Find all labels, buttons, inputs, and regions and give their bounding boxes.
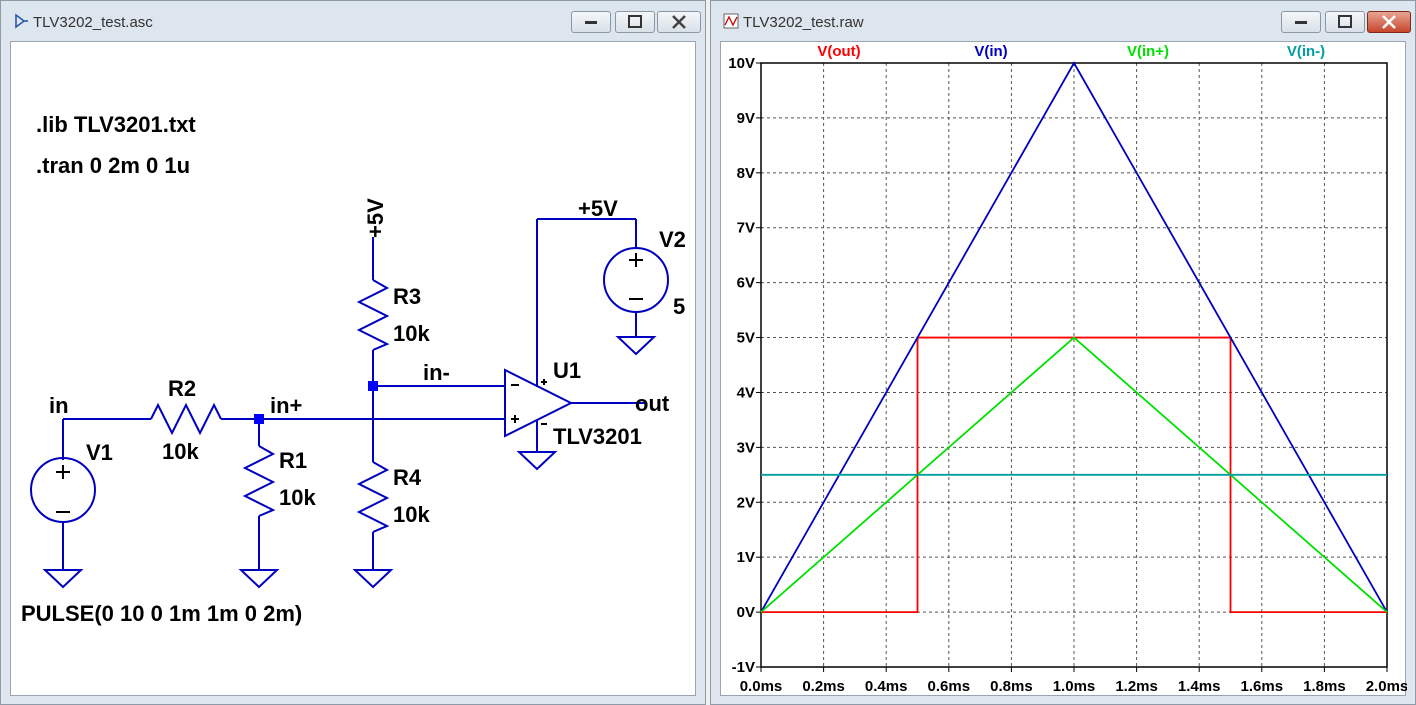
plot-titlebar[interactable]: TLV3202_test.raw	[711, 1, 1415, 41]
close-button[interactable]	[657, 11, 701, 33]
close-icon	[672, 15, 686, 29]
x-tick-label: 1.4ms	[1178, 678, 1221, 695]
label-v1-source: PULSE(0 10 0 1m 1m 0 2m)	[21, 601, 302, 626]
waveform-app-icon	[723, 13, 739, 29]
plot-minimize-button[interactable]	[1281, 11, 1321, 33]
label-r3-value: 10k	[393, 321, 430, 346]
r2-resistor[interactable]	[150, 402, 222, 436]
waveform-chart[interactable]: 0.0ms 0.2ms 0.4ms 0.6ms 0.8ms 1.0ms 1.2ms 1.4ms…	[721, 42, 1408, 697]
maximize-icon	[1338, 15, 1352, 28]
minimize-icon	[585, 21, 597, 24]
schematic-app-icon	[15, 13, 28, 29]
r3-resistor[interactable]	[356, 279, 390, 351]
legend-entry[interactable]: V(in+)	[1127, 43, 1169, 60]
label-r4-name: R4	[393, 465, 422, 490]
r4-resistor[interactable]	[356, 461, 390, 533]
minimize-button[interactable]	[571, 11, 611, 33]
x-tick-label: 0.6ms	[928, 678, 971, 695]
schematic-canvas[interactable]: .lib TLV3201.txt .tran 0 2m 0 1u	[10, 41, 696, 696]
series-line-vin+	[760, 336, 1388, 613]
schematic-title: TLV3202_test.asc	[33, 14, 153, 31]
ground-v2-icon	[615, 336, 657, 356]
legend-entry[interactable]: V(in)	[974, 43, 1007, 60]
label-v1-name: V1	[86, 440, 113, 465]
label-r2-value: 10k	[162, 439, 199, 464]
close-icon	[1382, 15, 1396, 29]
label-r2-name: R2	[168, 376, 196, 401]
label-r1-value: 10k	[279, 485, 316, 510]
plot-maximize-button[interactable]	[1325, 11, 1365, 33]
label-v2-name: V2	[659, 227, 686, 252]
y-tick-label: 9V	[737, 110, 755, 127]
minimize-icon	[1295, 21, 1307, 24]
ground-r1-icon	[238, 569, 280, 589]
r1-resistor[interactable]	[242, 445, 276, 517]
plot-title: TLV3202_test.raw	[743, 14, 864, 31]
x-tick-label: 1.0ms	[1053, 678, 1096, 695]
schematic-window: TLV3202_test.asc .lib TLV3201.txt .tran …	[0, 0, 706, 705]
y-tick-label: 8V	[737, 165, 755, 182]
label-net-in: in	[49, 393, 69, 418]
junction-in-minus	[368, 381, 378, 391]
x-tick-label: 0.4ms	[865, 678, 908, 695]
label-r3-name: R3	[393, 284, 421, 309]
x-tick-label: 0.2ms	[802, 678, 845, 695]
ground-u1-icon	[516, 451, 558, 471]
directive-lib: .lib TLV3201.txt	[36, 112, 196, 137]
plot-canvas[interactable]: 0.0ms 0.2ms 0.4ms 0.6ms 0.8ms 1.0ms 1.2ms 1.4ms…	[720, 41, 1408, 697]
y-tick-label: 0V	[737, 604, 755, 621]
series-line-vin	[760, 61, 1388, 613]
legend-entry[interactable]: V(in-)	[1287, 43, 1325, 60]
x-tick-label: 1.8ms	[1303, 678, 1346, 695]
x-tick-label: 1.6ms	[1241, 678, 1284, 695]
label-v2-value: 5	[673, 294, 685, 319]
y-tick-label: 3V	[737, 439, 755, 456]
plot-close-button[interactable]	[1367, 11, 1411, 33]
label-supply-r3: +5V	[363, 198, 388, 238]
y-tick-label: 6V	[737, 275, 755, 292]
ground-v1-icon	[42, 569, 84, 589]
ground-r4-icon	[352, 569, 394, 589]
junction-in-plus	[254, 414, 264, 424]
label-u1-value: TLV3201	[553, 424, 642, 449]
directive-tran: .tran 0 2m 0 1u	[36, 153, 190, 178]
label-r4-value: 10k	[393, 502, 430, 527]
label-r1-name: R1	[279, 448, 307, 473]
schematic-titlebar[interactable]: TLV3202_test.asc	[1, 1, 705, 41]
schematic-drawing: .lib TLV3201.txt .tran 0 2m 0 1u	[21, 112, 686, 626]
y-tick-label: 10V	[728, 55, 755, 72]
label-net-in-minus: in-	[423, 360, 450, 385]
maximize-button[interactable]	[615, 11, 655, 33]
label-net-in-plus: in+	[270, 393, 302, 418]
plot-window: TLV3202_test.raw 0.0ms 0.2ms 0.4ms 0.6ms 0.8…	[710, 0, 1416, 705]
maximize-icon	[628, 15, 642, 28]
legend-entry[interactable]: V(out)	[817, 43, 860, 60]
label-net-out: out	[635, 391, 670, 416]
x-tick-label: 1.2ms	[1115, 678, 1158, 695]
x-tick-label: 2.0ms	[1366, 678, 1407, 695]
y-tick-label: 2V	[737, 494, 755, 511]
y-tick-label: 1V	[737, 549, 755, 566]
y-tick-label: 7V	[737, 220, 755, 237]
y-tick-label: 5V	[737, 330, 755, 347]
label-u1-name: U1	[553, 358, 581, 383]
y-tick-label: 4V	[737, 384, 755, 401]
label-supply-v2: +5V	[578, 196, 618, 221]
y-tick-label: -1V	[732, 659, 755, 676]
x-tick-label: 0.0ms	[740, 678, 783, 695]
x-tick-label: 0.8ms	[990, 678, 1033, 695]
